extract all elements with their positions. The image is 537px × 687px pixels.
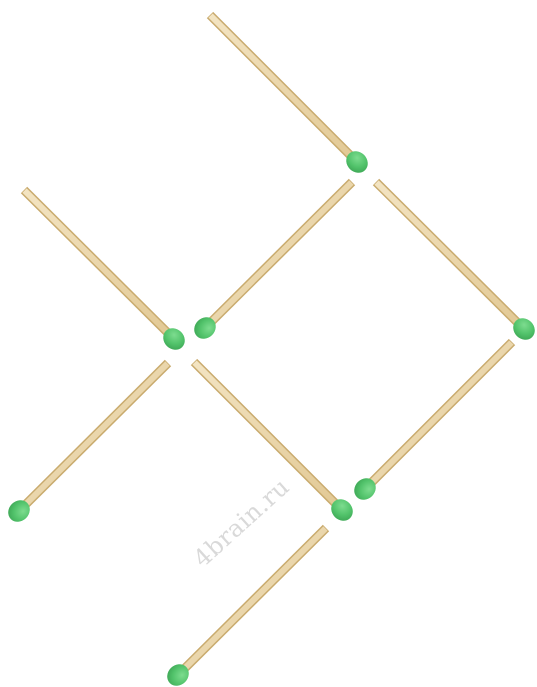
matchstick-stick bbox=[209, 183, 351, 324]
matchstick-stick bbox=[211, 16, 353, 158]
matchstick-center-falling[interactable] bbox=[194, 362, 357, 525]
matchstick-top-diagonal[interactable] bbox=[210, 15, 372, 177]
matchstick-stick bbox=[182, 529, 325, 671]
matchstick-right-upper[interactable] bbox=[376, 182, 537, 344]
matchstick-upper-left[interactable] bbox=[24, 190, 189, 354]
matchstick-stick bbox=[369, 343, 511, 485]
matchstick-stick bbox=[195, 363, 338, 506]
matchstick-stick bbox=[23, 364, 167, 507]
matchstick-right-lower[interactable] bbox=[350, 342, 512, 504]
matchstick-center-rising[interactable] bbox=[190, 182, 352, 343]
matchstick-bottom-tail[interactable] bbox=[163, 528, 326, 687]
matchstick-stick bbox=[25, 191, 170, 335]
matchstick-stick bbox=[377, 183, 520, 325]
matchstick-left-lower[interactable] bbox=[4, 363, 168, 526]
